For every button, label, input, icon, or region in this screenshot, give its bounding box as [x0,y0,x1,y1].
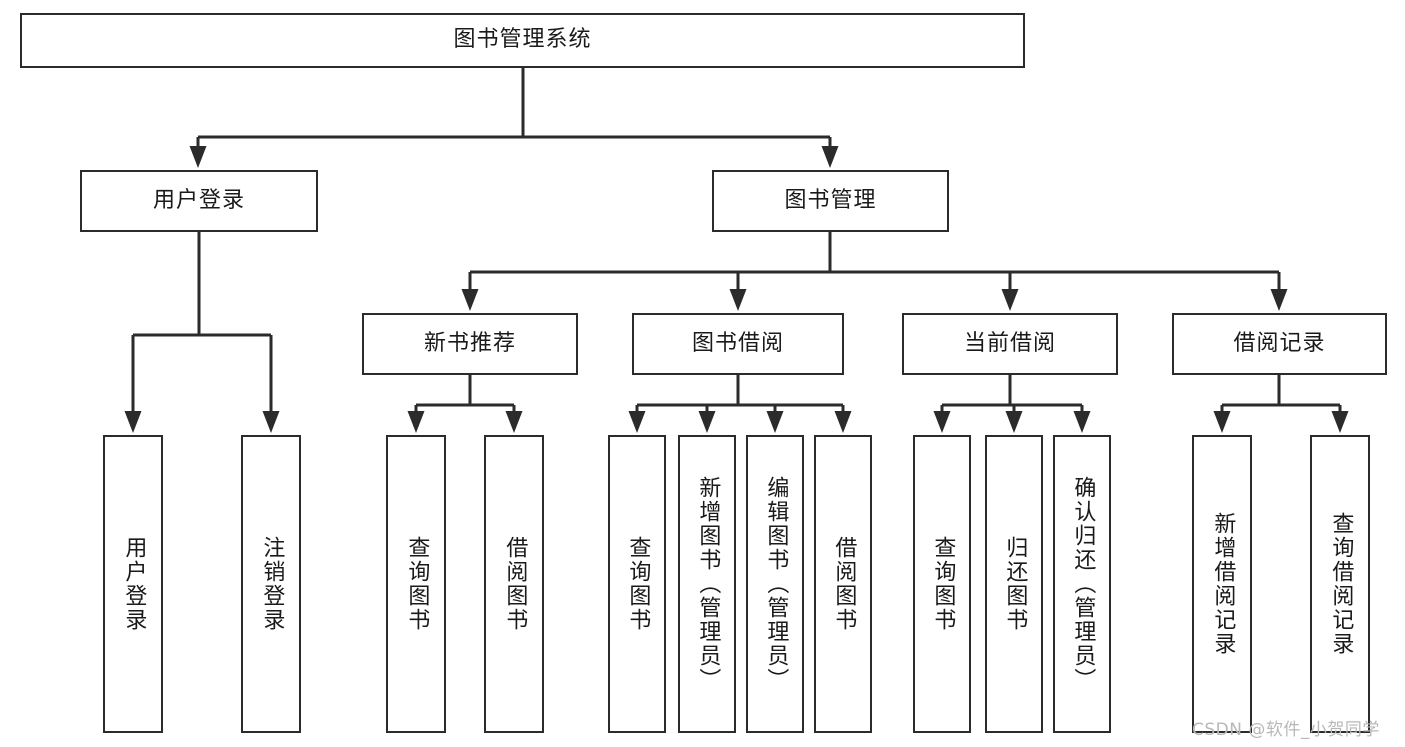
node-label: 新书推荐 [423,330,516,356]
node-label: 用户登录 [152,187,245,213]
node-label: 借阅图书 [502,536,528,632]
branch-node: 图书借阅 [632,313,844,375]
arrowhead-icon [729,289,747,311]
node-label: 编辑图书（管理员） [763,476,789,692]
leaf-node: 查询图书 [608,435,666,733]
arrowhead-icon [1213,411,1231,433]
arrowhead-icon [124,411,142,433]
arrowhead-icon [461,289,479,311]
arrowhead-icon [1005,411,1023,433]
leaf-node: 查询借阅记录 [1310,435,1370,733]
branch-node: 用户登录 [80,170,318,232]
leaf-node: 新增图书（管理员） [678,435,736,733]
leaf-node: 查询图书 [386,435,446,733]
arrowhead-icon [407,411,425,433]
arrowhead-icon [505,411,523,433]
arrowhead-icon [1001,289,1019,311]
node-label: 新增借阅记录 [1210,512,1236,656]
arrowhead-icon [1331,411,1349,433]
node-label: 查询借阅记录 [1328,512,1354,656]
node-label: 查询图书 [930,536,956,632]
node-label: 查询图书 [404,536,430,632]
arrowhead-icon [1270,289,1288,311]
arrowhead-icon [262,411,280,433]
arrowhead-icon [1073,411,1091,433]
node-label: 归还图书 [1002,536,1028,632]
branch-node: 借阅记录 [1172,313,1387,375]
arrowhead-icon [834,411,852,433]
node-label: 图书管理系统 [453,27,592,53]
arrowhead-icon [933,411,951,433]
node-label: 图书管理 [784,187,877,213]
node-label: 图书借阅 [691,330,784,356]
node-label: 当前借阅 [963,330,1056,356]
leaf-node: 注销登录 [241,435,301,733]
node-label: 用户登录 [121,536,147,632]
root-node: 图书管理系统 [20,13,1025,68]
node-label: 查询图书 [625,536,651,632]
leaf-node: 新增借阅记录 [1192,435,1252,733]
leaf-node: 用户登录 [103,435,163,733]
node-label: 确认归还（管理员） [1070,476,1096,692]
leaf-node: 编辑图书（管理员） [746,435,804,733]
node-label: 借阅记录 [1233,330,1326,356]
leaf-node: 查询图书 [913,435,971,733]
leaf-node: 归还图书 [985,435,1043,733]
leaf-node: 确认归还（管理员） [1053,435,1111,733]
arrowhead-icon [698,411,716,433]
node-label: 借阅图书 [831,536,857,632]
csdn-watermark: CSDN @软件_小贺同学 [1192,720,1380,740]
branch-node: 图书管理 [712,170,949,232]
arrowhead-icon [189,146,207,168]
arrowhead-icon [766,411,784,433]
leaf-node: 借阅图书 [484,435,544,733]
branch-node: 当前借阅 [902,313,1118,375]
node-label: 注销登录 [259,536,285,632]
node-label: 新增图书（管理员） [695,476,721,692]
arrowhead-icon [628,411,646,433]
branch-node: 新书推荐 [362,313,578,375]
arrowhead-icon [821,146,839,168]
leaf-node: 借阅图书 [814,435,872,733]
